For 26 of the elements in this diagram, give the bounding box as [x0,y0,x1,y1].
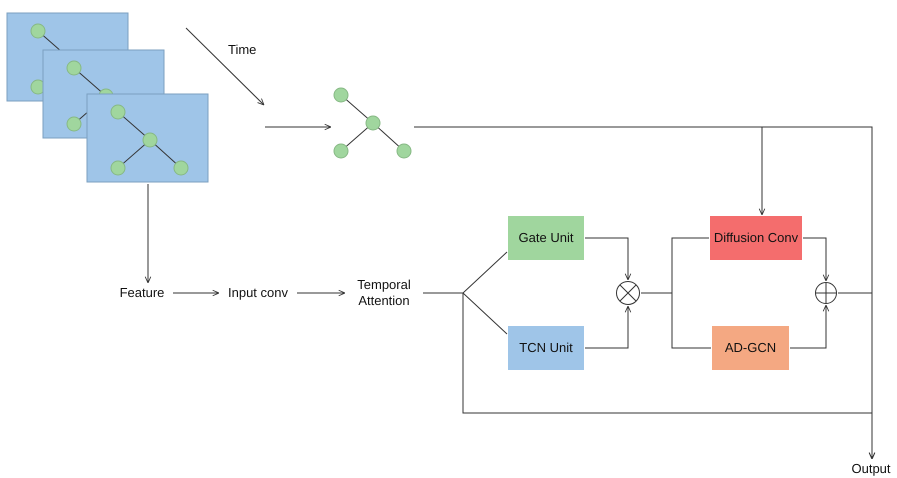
node-text: Input conv [228,284,288,302]
connector-arrow [172,290,220,296]
connector-arrow [144,184,152,284]
node-text: Output [851,460,891,478]
graph-drawing [332,86,413,160]
connector-arrow [802,238,830,282]
connector-arrow [264,124,332,130]
node-text: Gate Unit [518,230,574,246]
multiply-symbol [616,281,640,305]
node-text: TCN Unit [519,340,573,356]
node-text: Feature [120,284,164,302]
connector-arrow [296,290,346,296]
connector-arrow [790,304,830,348]
connector-arrow [584,238,632,280]
node-text: AD-GCN [724,340,776,356]
process-box [712,326,789,370]
node-text: Temporal Attention [356,276,412,310]
sum-symbol [815,282,837,304]
node-text: Diffusion Conv [714,230,798,246]
process-box [508,216,584,260]
connector-arrow [422,292,876,460]
connector-arrow [584,306,632,348]
graph-snapshots-drawing [7,13,209,183]
process-box [508,326,584,370]
annotation-text: Time [228,42,256,57]
process-box [710,216,802,260]
